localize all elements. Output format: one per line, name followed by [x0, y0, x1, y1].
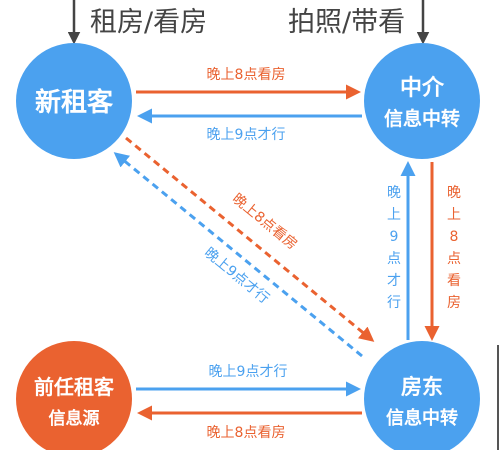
edge-char: 行 [387, 295, 401, 311]
edge-char: 晚 [447, 185, 461, 201]
node-new-tenant: 新租客 [16, 43, 132, 159]
node-landlord-title: 房东 [401, 375, 443, 399]
node-landlord-subtitle: 信息中转 [386, 407, 458, 429]
edge-char: 看 [447, 273, 461, 289]
edge-label-former-to-landlord: 晚上9点才行 [209, 364, 288, 380]
node-landlord: 房东 信息中转 [364, 341, 480, 450]
edge-label-agent-to-tenant: 晚上9点才行 [207, 127, 286, 143]
node-former-tenant: 前任租客 信息源 [16, 341, 132, 450]
edge-char: 晚 [387, 185, 401, 201]
top-label-photo-tour: 拍照/带看 [288, 7, 405, 38]
edge-char: 9 [390, 229, 399, 245]
edge-char: 房 [447, 295, 461, 311]
arrow-landlord-to-tenant [113, 152, 363, 358]
edge-char: 才 [387, 273, 401, 289]
node-former-tenant-subtitle: 信息源 [49, 408, 100, 429]
node-new-tenant-label: 新租客 [35, 87, 114, 118]
edge-char: 上 [447, 207, 461, 223]
edge-char: 点 [447, 251, 461, 267]
edge-char: 点 [387, 251, 401, 267]
edge-char: 8 [450, 229, 459, 245]
arrow-tenant-to-landlord [125, 136, 375, 342]
node-agent-subtitle: 信息中转 [384, 107, 460, 130]
node-agent: 中介 信息中转 [364, 43, 480, 159]
top-label-rent-view: 租房/看房 [90, 7, 207, 38]
edge-label-landlord-to-former: 晚上8点看房 [207, 425, 286, 441]
edge-label-tenant-to-landlord: 晚上8点看房 [229, 191, 300, 253]
edge-label-landlord-to-agent: 晚 上 9 点 才 行 [387, 185, 401, 311]
edge-label-agent-to-landlord: 晚 上 8 点 看 房 [447, 185, 461, 311]
edge-char: 上 [387, 207, 401, 223]
edge-label-tenant-to-agent: 晚上8点看房 [207, 67, 286, 83]
node-agent-title: 中介 [400, 75, 445, 101]
node-former-tenant-title: 前任租客 [34, 375, 115, 399]
